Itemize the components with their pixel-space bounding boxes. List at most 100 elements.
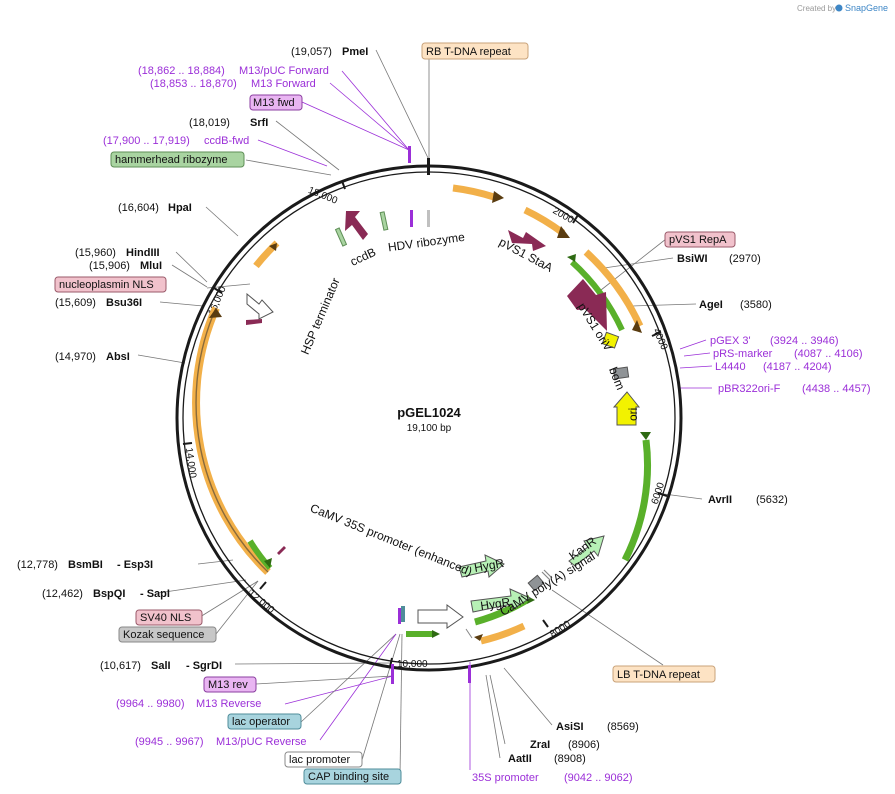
svg-text:(8569): (8569) xyxy=(607,721,639,733)
svg-text:BsiWI: BsiWI xyxy=(677,253,708,265)
boxed-labels: RB T-DNA repeat M13 fwd hammerhead riboz… xyxy=(54,42,736,785)
tick-label: 6000 xyxy=(650,481,667,506)
hygr-label-1: HygR xyxy=(473,556,505,575)
primer-m13-reverse[interactable]: (9964 .. 9980) M13 Reverse xyxy=(116,698,261,710)
svg-text:(4187 .. 4204): (4187 .. 4204) xyxy=(763,361,832,373)
box-lac-promoter[interactable]: lac promoter xyxy=(284,751,363,768)
site-pmei[interactable]: (19,057) PmeI xyxy=(291,46,368,58)
primer-prs-marker[interactable]: pRS-marker (4087 .. 4106) xyxy=(713,348,863,360)
credit-prefix: Created by xyxy=(797,4,836,13)
site-labels: (19,057) PmeI (18,019) SrfI (16,604) Hpa… xyxy=(17,46,788,765)
svg-text:ccdB-fwd: ccdB-fwd xyxy=(204,135,249,147)
ori-label: ori xyxy=(626,408,640,421)
feature-arrow xyxy=(480,622,526,645)
svg-text:AbsI: AbsI xyxy=(106,351,130,363)
svg-text:CAP binding site: CAP binding site xyxy=(308,771,389,783)
svg-text:M13/pUC Reverse: M13/pUC Reverse xyxy=(216,736,306,748)
primer-m13-forward[interactable]: (18,853 .. 18,870) M13 Forward xyxy=(150,78,316,90)
svg-text:(19,057): (19,057) xyxy=(291,46,332,58)
site-absi[interactable]: (14,970) AbsI xyxy=(55,351,130,363)
svg-text:BsmBI: BsmBI xyxy=(68,559,103,571)
box-kozak-sequence[interactable]: Kozak sequence xyxy=(118,626,217,643)
hygr-arrow-1 xyxy=(458,554,505,578)
site-asisi[interactable]: AsiSI (8569) xyxy=(556,721,639,733)
svg-text:MluI: MluI xyxy=(140,260,162,272)
svg-text:(8908): (8908) xyxy=(554,753,586,765)
primer-m13-puc-reverse[interactable]: (9945 .. 9967) M13/pUC Reverse xyxy=(135,736,306,748)
box-hammerhead-ribozyme[interactable]: hammerhead ribozyme xyxy=(110,151,245,168)
svg-text:AgeI: AgeI xyxy=(699,299,723,311)
svg-text:(15,906): (15,906) xyxy=(89,260,130,272)
tick-label: 14,000 xyxy=(183,447,198,479)
site-avrii[interactable]: AvrII (5632) xyxy=(708,494,788,506)
box-cap-binding-site[interactable]: CAP binding site xyxy=(303,768,402,785)
primer-mark xyxy=(410,210,413,227)
primer-pgex-3[interactable]: pGEX 3' (3924 .. 3946) xyxy=(710,335,839,347)
svg-text:(2970): (2970) xyxy=(729,253,761,265)
svg-text:HpaI: HpaI xyxy=(168,202,192,214)
primer-ccdb-fwd[interactable]: (17,900 .. 17,919) ccdB-fwd xyxy=(103,135,249,147)
plasmid-name: pGEL1024 xyxy=(397,405,461,420)
plasmid-length: 19,100 bp xyxy=(407,423,452,434)
svg-text:(8906): (8906) xyxy=(568,739,600,751)
box-m13-fwd[interactable]: M13 fwd xyxy=(249,94,303,111)
box-rb-tdna-repeat[interactable]: RB T-DNA repeat xyxy=(421,42,529,60)
site-bspqi[interactable]: (12,462) BspQI - SapI xyxy=(42,588,170,600)
site-bsu36i[interactable]: (15,609) Bsu36I xyxy=(55,297,142,309)
svg-text:ZraI: ZraI xyxy=(530,739,550,751)
box-lb-tdna-repeat[interactable]: LB T-DNA repeat xyxy=(612,665,716,683)
svg-text:AsiSI: AsiSI xyxy=(556,721,584,733)
site-hpai[interactable]: (16,604) HpaI xyxy=(118,202,192,214)
svg-text:BspQI: BspQI xyxy=(93,588,125,600)
site-mlui[interactable]: (15,906) MluI xyxy=(89,260,162,272)
ori-arrow xyxy=(612,391,641,426)
rb-repeat-mark xyxy=(427,210,430,227)
site-agei[interactable]: AgeI (3580) xyxy=(699,299,772,311)
primer-m13-puc-forward[interactable]: (18,862 .. 18,884) M13/pUC Forward xyxy=(138,65,329,77)
primer-35s-promoter[interactable]: 35S promoter (9042 .. 9062) xyxy=(472,772,633,784)
svg-text:M13 rev: M13 rev xyxy=(208,679,248,691)
tick-label: 10,000 xyxy=(397,659,428,670)
svg-text:M13 Forward: M13 Forward xyxy=(251,78,316,90)
svg-text:SV40 NLS: SV40 NLS xyxy=(140,612,191,624)
svg-text:Bsu36I: Bsu36I xyxy=(106,297,142,309)
site-srfi[interactable]: (18,019) SrfI xyxy=(189,117,268,129)
svg-text:35S promoter: 35S promoter xyxy=(472,772,539,784)
site-aatii[interactable]: AatII (8908) xyxy=(508,753,586,765)
svg-text:(14,970): (14,970) xyxy=(55,351,96,363)
svg-text:SrfI: SrfI xyxy=(250,117,268,129)
svg-text:AvrII: AvrII xyxy=(708,494,732,506)
primer-pbr322ori-f[interactable]: pBR322ori-F (4438 .. 4457) xyxy=(718,383,871,395)
snapgene-logo-icon xyxy=(835,4,843,12)
site-bsiwi[interactable]: BsiWI (2970) xyxy=(677,253,761,265)
svg-text:(5632): (5632) xyxy=(756,494,788,506)
box-sv40-nls[interactable]: SV40 NLS xyxy=(135,609,203,626)
hsp-terminator-arrow xyxy=(246,292,274,320)
feature-arrow xyxy=(452,184,496,201)
primer-l4440[interactable]: L4440 (4187 .. 4204) xyxy=(715,361,832,373)
snapgene-credit: Created by SnapGene xyxy=(797,3,888,13)
site-zrai[interactable]: ZraI (8906) xyxy=(530,739,600,751)
box-lac-operator[interactable]: lac operator xyxy=(227,713,302,730)
repa-arrow xyxy=(569,259,625,332)
site-sali[interactable]: (10,617) SalI - SgrDI xyxy=(100,660,222,672)
svg-text:M13 Reverse: M13 Reverse xyxy=(196,698,261,710)
svg-text:(12,778): (12,778) xyxy=(17,559,58,571)
svg-text:(16,604): (16,604) xyxy=(118,202,159,214)
site-hindiii[interactable]: (15,960) HindIII xyxy=(75,247,160,259)
site-bsmbi[interactable]: (12,778) BsmBI - Esp3I xyxy=(17,559,153,571)
svg-text:PmeI: PmeI xyxy=(342,46,368,58)
pvs1-oriv-arrow xyxy=(567,279,607,331)
nls-marker xyxy=(246,319,262,325)
ori-mark xyxy=(601,331,620,349)
pvs1-staa-arrow xyxy=(508,230,546,251)
box-nucleoplasmin-nls[interactable]: nucleoplasmin NLS xyxy=(54,276,167,293)
credit-brand: SnapGene xyxy=(845,3,888,13)
svg-text:RB T-DNA repeat: RB T-DNA repeat xyxy=(426,46,511,58)
svg-text:SalI: SalI xyxy=(151,660,171,672)
svg-text:pBR322ori-F: pBR322ori-F xyxy=(718,383,781,395)
box-pvs1-repa[interactable]: pVS1 RepA xyxy=(664,231,736,248)
box-m13-rev[interactable]: M13 rev xyxy=(203,676,257,693)
svg-text:LB T-DNA repeat: LB T-DNA repeat xyxy=(617,669,700,681)
tick-label: 12,000 xyxy=(246,588,277,616)
